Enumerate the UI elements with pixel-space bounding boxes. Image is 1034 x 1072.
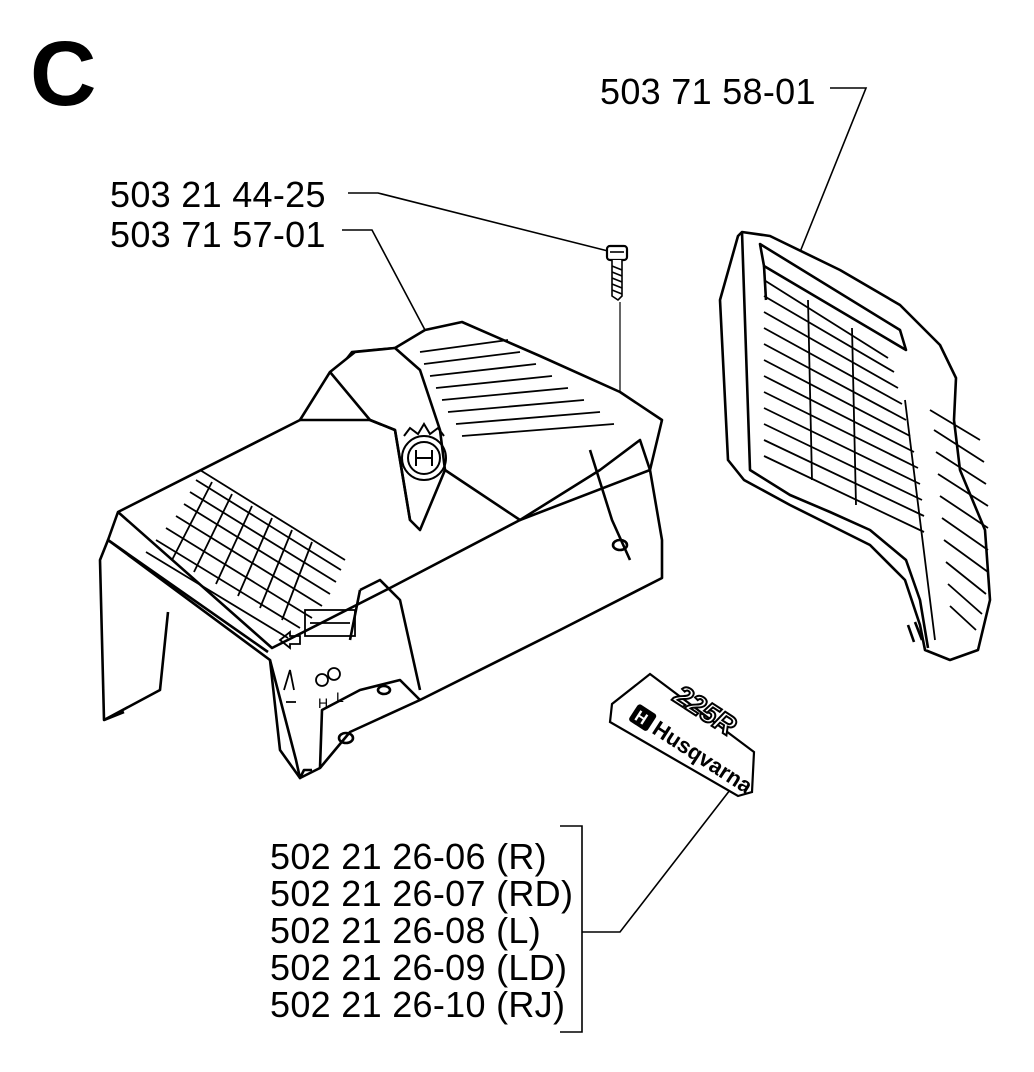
cover-leader-line [342,229,426,331]
section-letter: C [30,23,97,125]
cover-part-number: 503 71 57-01 [110,214,326,255]
decal-part-number: 502 21 26-09 (LD) [270,947,568,988]
cover-crown-logo [401,422,447,481]
decal-bracket [560,825,583,1033]
cover-h-mark: H [318,695,328,711]
screw-part-number: 503 21 44-25 [110,174,326,215]
decal-part-number: 502 21 26-08 (L) [270,910,541,951]
cover-vent-slots [145,339,615,639]
cover-hl-labels: H L [318,689,344,711]
decal-leader-line [582,789,731,933]
screw-leader-line [348,192,613,253]
cover-markings [278,609,356,703]
air-grille-illustration [718,230,992,662]
decal-illustration: H Husqvarna 225R [608,672,758,799]
decal-part-number: 502 21 26-10 (RJ) [270,984,566,1025]
decal-part-list: 502 21 26-06 (R) 502 21 26-07 (RD) 502 2… [270,838,573,1023]
grille-part-number: 503 71 58-01 [600,71,816,112]
engine-cover-illustration [98,320,664,780]
grille-leader-line [799,87,868,253]
cover-l-mark: L [336,689,344,705]
leader-lines [342,87,868,1033]
decal-part-number: 502 21 26-07 (RD) [270,873,574,914]
decal-part-number: 502 21 26-06 (R) [270,836,547,877]
